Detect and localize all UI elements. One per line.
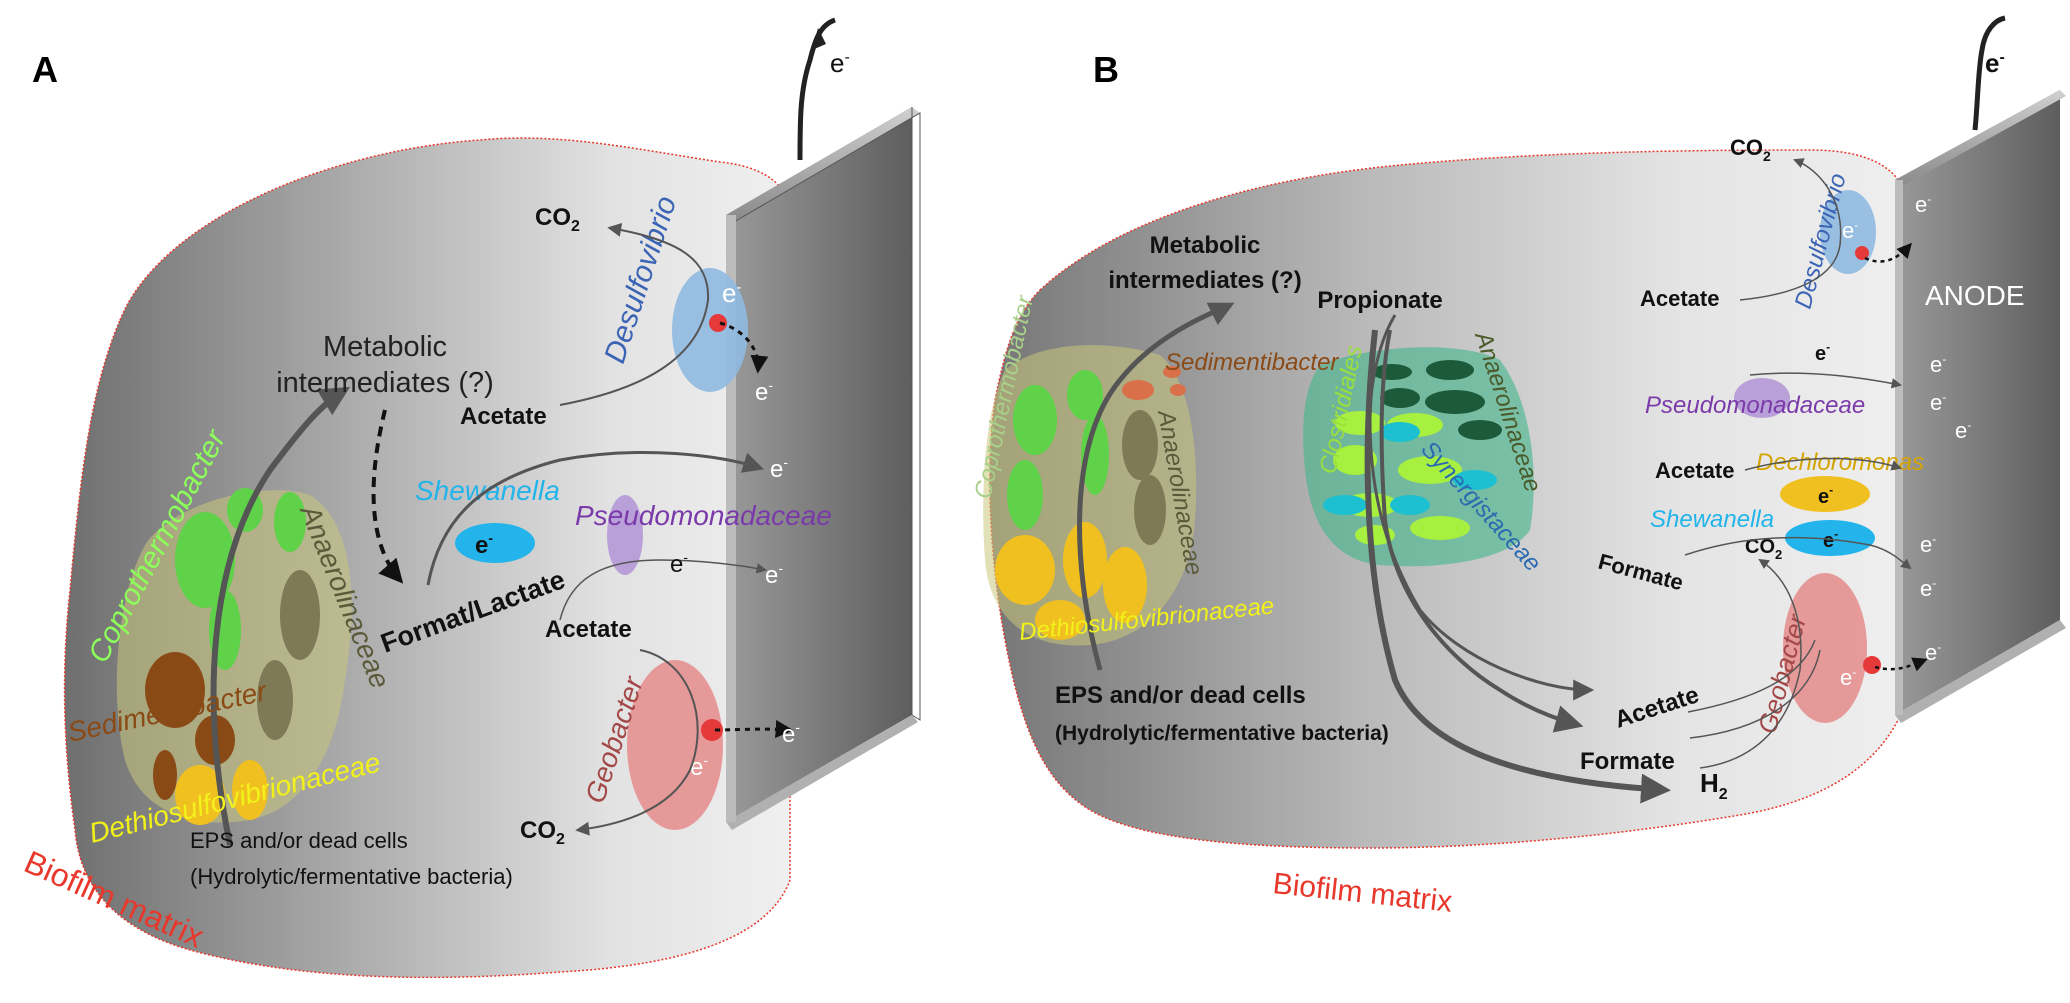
panel-a-wire-arrow-icon	[812, 28, 826, 50]
panel-b-acetate-mid: Acetate	[1655, 458, 1734, 483]
panel-b-wire-electron: e-	[1985, 48, 2005, 78]
panel-a-eps-line1: EPS and/or dead cells	[190, 828, 408, 853]
panel-a-desulfovibrio-cell	[672, 268, 748, 392]
panel-b-dechloromonas-electron: e-	[1818, 483, 1833, 508]
panel-a-wire	[797, 17, 836, 161]
panel-b-anode-electron-4: e-	[1955, 418, 1971, 443]
panel-b-co2-mid: CO2	[1745, 536, 1782, 562]
panel-b-dechloromonas-cell	[1780, 476, 1870, 512]
panel-a-arrow-acetate-co2	[559, 222, 710, 406]
panel-b-shewanella-cell	[1785, 520, 1875, 556]
panel-b-anode-label: ANODE	[1925, 280, 2025, 311]
panel-b-arrow-pseudomonadaceae	[1749, 372, 1903, 389]
panel-b-metabolic-line2: intermediates (?)	[1108, 267, 1301, 294]
panel-a-anode	[726, 107, 921, 830]
panel-b-pseudomonadaceae-electron: e-	[1815, 340, 1830, 365]
panel-b-anode-electron-6: e-	[1920, 576, 1936, 601]
panel-b-shewanella-label: Shewanella	[1650, 506, 1774, 533]
panel-a-wire-electron: e-	[830, 48, 850, 78]
panel-b-hydrolytic-cluster	[983, 345, 1197, 646]
panel-b-arrow-h2-geobacter	[1699, 558, 1802, 769]
panel-a-anode-electron-2: e-	[770, 454, 788, 483]
panel-b-geobacter-electron-arrow	[1874, 657, 1928, 672]
panel-a-co2-bottom: CO2	[520, 817, 565, 848]
panel-b-anode-electron-7: e-	[1925, 640, 1941, 665]
panel-b-desulfovibrio-contact	[1855, 246, 1869, 260]
panel-a-anode-electron-4: e-	[782, 719, 800, 748]
panel-a-co2-top: CO2	[535, 204, 580, 235]
panel-b-acetate-top: Acetate	[1640, 286, 1719, 311]
panel-b-arrow-dechloromonas	[1744, 457, 1902, 471]
panel-b-arrow-propionate-formate	[1379, 329, 1584, 733]
panel-b-arrow-eps-to-metabolic	[1077, 302, 1235, 671]
panel-b-desulfovibrio-electron: e-	[1842, 218, 1858, 243]
panel-b-anode-electron-5: e-	[1920, 532, 1936, 557]
panel-a-letter: A	[32, 49, 58, 90]
panel-b-shewanella-electron: e-	[1823, 527, 1838, 552]
panel-b-anode-electron-1: e-	[1915, 192, 1931, 217]
panel-b-arrow-shewanella	[1684, 536, 1912, 570]
panel-b-biofilm-label: Biofilm matrix	[1271, 867, 1453, 919]
panel-a-acetate-top: Acetate	[460, 403, 547, 430]
panel-b-pseudomonadaceae-label: Pseudomonadaceae	[1645, 392, 1865, 419]
panel-a-pseudomonadaceae-cell	[607, 495, 643, 575]
panel-b-geobacter-electron: e-	[1840, 665, 1856, 690]
panel-b-sedimentibacter-label: Sedimentibacter	[1165, 349, 1339, 376]
panel-b-arrow-acetate-geobacter	[1687, 639, 1816, 713]
panel-b-desulfovibrio-electron-arrow	[1864, 242, 1912, 263]
panel-b-arrow-acetate-co2	[1739, 158, 1842, 301]
panel-a-shewanella-electron: e-	[475, 530, 493, 559]
panel-a-pseudomonadaceae-label: Pseudomonadaceae	[575, 500, 832, 531]
panel-a-desulfovibrio-contact	[709, 314, 727, 332]
panel-a-acetate-mid: Acetate	[545, 616, 632, 643]
panel-b-h2: H2	[1700, 768, 1728, 803]
panel-b-co2-top: CO2	[1730, 135, 1771, 164]
panel-a-eps-line2: (Hydrolytic/fermentative bacteria)	[190, 864, 513, 889]
panel-b-geobacter-contact	[1863, 656, 1881, 674]
panel-a-pseudomonadaceae-electron: e-	[670, 549, 688, 578]
panel-a-arrow-eps-to-metabolic	[210, 386, 351, 846]
panel-a-anode-electron-3: e-	[765, 560, 783, 589]
panel-a-geobacter-contact	[701, 719, 723, 741]
panel-a-arrow-pseudomonadaceae	[559, 559, 768, 621]
panel-a-shewanella-cell	[455, 523, 535, 563]
panel-b-propionate: Propionate	[1317, 287, 1442, 314]
panel-b-wire	[1972, 15, 2006, 131]
panel-a-arrow-format-shewanella	[426, 451, 764, 586]
panel-b-anode	[1895, 90, 2066, 723]
panel-a-anode-electron-1: e-	[755, 377, 773, 406]
panel-a-metabolic-line1: Metabolic	[323, 331, 447, 363]
panel-b: B ANODE e-	[969, 15, 2066, 919]
panel-a-metabolic-line2: intermediates (?)	[276, 367, 494, 399]
panel-a-arrow-acetate-geobacter-co2	[575, 649, 699, 836]
panel-b-anode-electron-3: e-	[1930, 390, 1946, 415]
panel-b-eps-line1: EPS and/or dead cells	[1055, 682, 1306, 709]
panel-b-arrow-propionate-h2	[1364, 329, 1671, 804]
panel-b-eps-line2: (Hydrolytic/fermentative bacteria)	[1055, 722, 1389, 745]
panel-a: A e-	[19, 17, 921, 979]
panel-b-letter: B	[1093, 49, 1119, 90]
panel-b-pseudomonadaceae-cell	[1734, 378, 1790, 418]
panel-b-arrow-formate-geobacter	[1689, 649, 1821, 739]
panel-b-metabolic-line1: Metabolic	[1150, 232, 1261, 259]
panel-a-desulfovibrio-electron: e-	[722, 278, 741, 308]
panel-b-anode-electron-2: e-	[1930, 352, 1946, 377]
panel-b-formate-bottom: Formate	[1580, 748, 1675, 775]
panel-a-arrow-metabolic-to-format	[371, 409, 404, 584]
panel-a-geobacter-cell	[627, 660, 723, 830]
